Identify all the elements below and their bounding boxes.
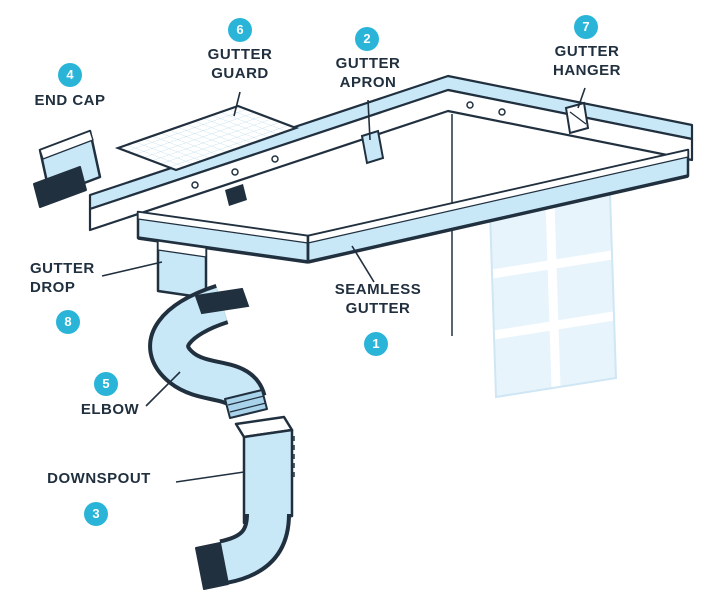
badge-elbow: 5 — [94, 372, 118, 396]
gutter-drop-part — [156, 239, 208, 300]
leader-downspout — [175, 471, 245, 483]
elbow-top-opening — [194, 287, 250, 315]
label-gutter-drop: GUTTER DROP — [30, 260, 95, 296]
end-cap-base — [33, 166, 87, 208]
label-downspout: DOWNSPOUT — [47, 470, 151, 487]
label-seamless-gutter: SEAMLESS GUTTER — [334, 281, 422, 317]
leader-gutter-guard — [233, 91, 241, 117]
badge-gutter-drop: 8 — [56, 310, 80, 334]
downspout-part — [195, 415, 294, 590]
badge-seamless-gutter: 1 — [364, 332, 388, 356]
leader-gutter-hanger — [577, 87, 586, 109]
leader-seamless-gutter — [351, 245, 375, 283]
badge-gutter-hanger: 7 — [574, 15, 598, 39]
badge-downspout: 3 — [84, 502, 108, 526]
label-end-cap: END CAP — [34, 92, 106, 109]
gutter-apron-part — [360, 129, 385, 165]
elbow-ribbed-end — [224, 389, 268, 419]
badge-end-cap: 4 — [58, 63, 82, 87]
roof-edge-part — [88, 74, 694, 232]
leader-gutter-apron — [367, 99, 371, 141]
gutter-guard-part — [114, 104, 300, 206]
leader-gutter-drop — [101, 261, 163, 277]
elbow-part — [148, 283, 268, 419]
leader-elbow — [145, 371, 181, 407]
label-gutter-guard: GUTTER GUARD — [207, 46, 273, 82]
guard-fastener — [225, 184, 247, 206]
window-background — [488, 191, 618, 399]
badge-gutter-guard: 6 — [228, 18, 252, 42]
nail-dots — [191, 101, 506, 189]
label-elbow: ELBOW — [80, 401, 140, 418]
gutter-hanger-part — [564, 101, 590, 135]
end-cap-part — [33, 129, 102, 208]
label-gutter-hanger: GUTTER HANGER — [552, 43, 621, 79]
downspout-outlet — [195, 542, 229, 590]
seamless-gutter-part — [306, 148, 690, 264]
label-gutter-apron: GUTTER APRON — [335, 55, 401, 91]
leader-lines — [101, 87, 586, 483]
badge-gutter-apron: 2 — [355, 27, 379, 51]
